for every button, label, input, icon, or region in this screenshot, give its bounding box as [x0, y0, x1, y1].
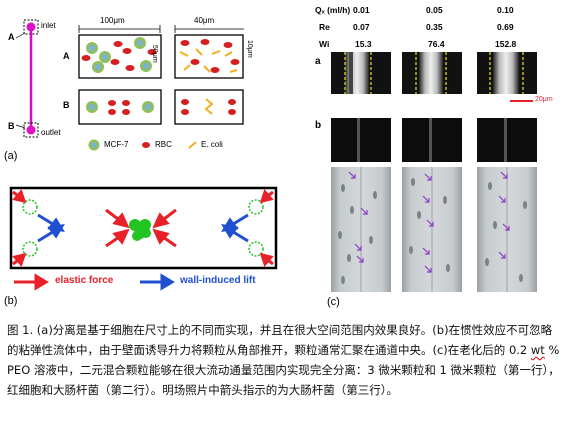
legend-ecoli-label: E. coli	[201, 140, 223, 149]
row-label-a: A	[63, 51, 70, 61]
panel-b-figure	[9, 186, 278, 291]
outlet-label: outlet	[41, 128, 61, 137]
legend-lift-arrow	[140, 273, 175, 291]
wall-lift-label: wall-induced lift	[180, 275, 256, 286]
wi-col-2: 76.4	[428, 39, 445, 49]
wi-col-3: 152.8	[495, 39, 517, 49]
row-header-re: Re	[319, 22, 330, 32]
caption-wt: wt	[530, 343, 545, 357]
row-label-a: a	[315, 56, 321, 67]
panel-c-images	[331, 52, 537, 292]
scale-label: 20μm	[535, 96, 553, 103]
panel-a-figure	[15, 19, 244, 151]
q-col-2: 0.05	[426, 5, 443, 15]
device-label-b: B	[8, 121, 15, 131]
panel-a: inlet outlet A B A B 100μm 40μm 50μm 10μ…	[0, 0, 253, 165]
row-a-images	[331, 52, 537, 94]
re-col-2: 0.35	[426, 22, 443, 32]
caption-part-2: % PEO 溶液中，二元混合颗粒能够在很大流动通量范围内实现完全分离：3 微米颗…	[7, 343, 560, 397]
panel-a-label: (a)	[4, 150, 18, 162]
height-50-label: 50μm	[151, 45, 158, 63]
elastic-force-arrows	[12, 189, 274, 267]
row-b-images	[331, 118, 537, 162]
legend-rbc-label: RBC	[155, 140, 172, 149]
particle-cluster	[129, 219, 151, 241]
wi-col-1: 15.3	[355, 39, 372, 49]
wall-lift-arrows	[37, 213, 249, 243]
panel-c: Qₓ (ml/h) Re Wi 0.01 0.07 15.3 0.05 0.35…	[305, 0, 570, 318]
panel-c-label: (c)	[327, 296, 340, 308]
channel-b-narrow-cells	[181, 98, 236, 115]
bright-field-images	[331, 167, 537, 292]
outlet-box	[23, 122, 39, 138]
q-col-3: 0.10	[497, 5, 514, 15]
row-header-q: Qₓ (ml/h)	[315, 5, 351, 15]
inlet-label: inlet	[41, 21, 56, 30]
width-40-label: 40μm	[194, 16, 215, 25]
q-col-1: 0.01	[353, 5, 370, 15]
legend-elastic-arrow	[14, 273, 49, 291]
height-10-label: 10μm	[246, 40, 253, 58]
channel-a-narrow-cells	[179, 39, 240, 73]
outlet-port	[26, 125, 36, 135]
legend-mcf7-label: MCF-7	[104, 140, 129, 149]
panel-b-label: (b)	[4, 295, 18, 307]
re-col-3: 0.69	[497, 22, 514, 32]
channel-a-wide-cells	[81, 37, 157, 73]
width-100-label: 100μm	[100, 16, 125, 25]
row-label-b: b	[315, 120, 322, 131]
caption-part-1: 图 1. (a)分离是基于细胞在尺寸上的不同而实现，并且在很大空间范围内效果良好…	[7, 323, 553, 357]
elastic-force-label: elastic force	[55, 275, 114, 286]
figure-caption: 图 1. (a)分离是基于细胞在尺寸上的不同而实现，并且在很大空间范围内效果良好…	[7, 320, 563, 400]
row-header-wi: Wi	[319, 39, 330, 49]
re-col-1: 0.07	[353, 22, 370, 32]
panel-b: elastic force wall-induced lift (b)	[0, 170, 300, 310]
device-label-a: A	[8, 32, 15, 42]
row-label-b: B	[63, 100, 70, 110]
inlet-port	[26, 22, 36, 32]
channel-b-wide-cells	[86, 100, 154, 115]
